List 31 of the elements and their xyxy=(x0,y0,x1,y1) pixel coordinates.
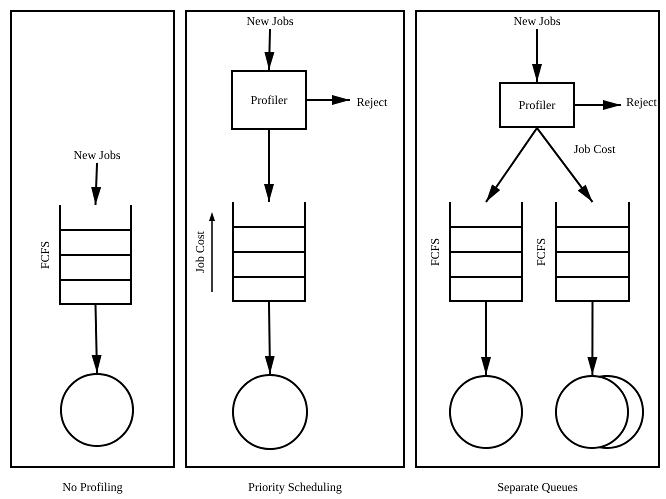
queue-label: Job Cost xyxy=(193,230,207,275)
panel-caption: Separate Queues xyxy=(496,480,579,495)
queue-label: FCFS xyxy=(534,236,548,268)
server-circle xyxy=(232,374,308,450)
server-circle xyxy=(60,373,134,447)
arrow xyxy=(485,127,538,203)
arrow xyxy=(91,162,102,206)
arrow xyxy=(264,28,274,70)
edge-label: Job Cost xyxy=(572,142,616,156)
queue-label: FCFS xyxy=(428,236,442,268)
panel-caption: No Profiling xyxy=(61,480,124,495)
server-circle xyxy=(449,375,523,449)
flow-label: New Jobs xyxy=(57,147,137,163)
arrow xyxy=(264,130,274,202)
arrow xyxy=(536,127,594,203)
queue-label: FCFS xyxy=(38,240,52,272)
process-box: Profiler xyxy=(499,82,575,128)
arrow xyxy=(307,95,350,105)
arrow xyxy=(481,302,491,375)
arrow xyxy=(264,302,275,374)
arrow xyxy=(92,304,102,374)
process-box: Profiler xyxy=(231,70,307,130)
arrow xyxy=(532,29,542,82)
panel-caption: Priority Scheduling xyxy=(247,480,343,495)
flow-label: New Jobs xyxy=(497,14,577,29)
arrow xyxy=(587,302,598,375)
server-circles-drawing xyxy=(555,375,644,449)
flow-label: New Jobs xyxy=(230,14,310,29)
arrow xyxy=(575,100,621,110)
flow-label: Reject xyxy=(352,95,392,110)
flow-label: Reject xyxy=(623,95,660,110)
